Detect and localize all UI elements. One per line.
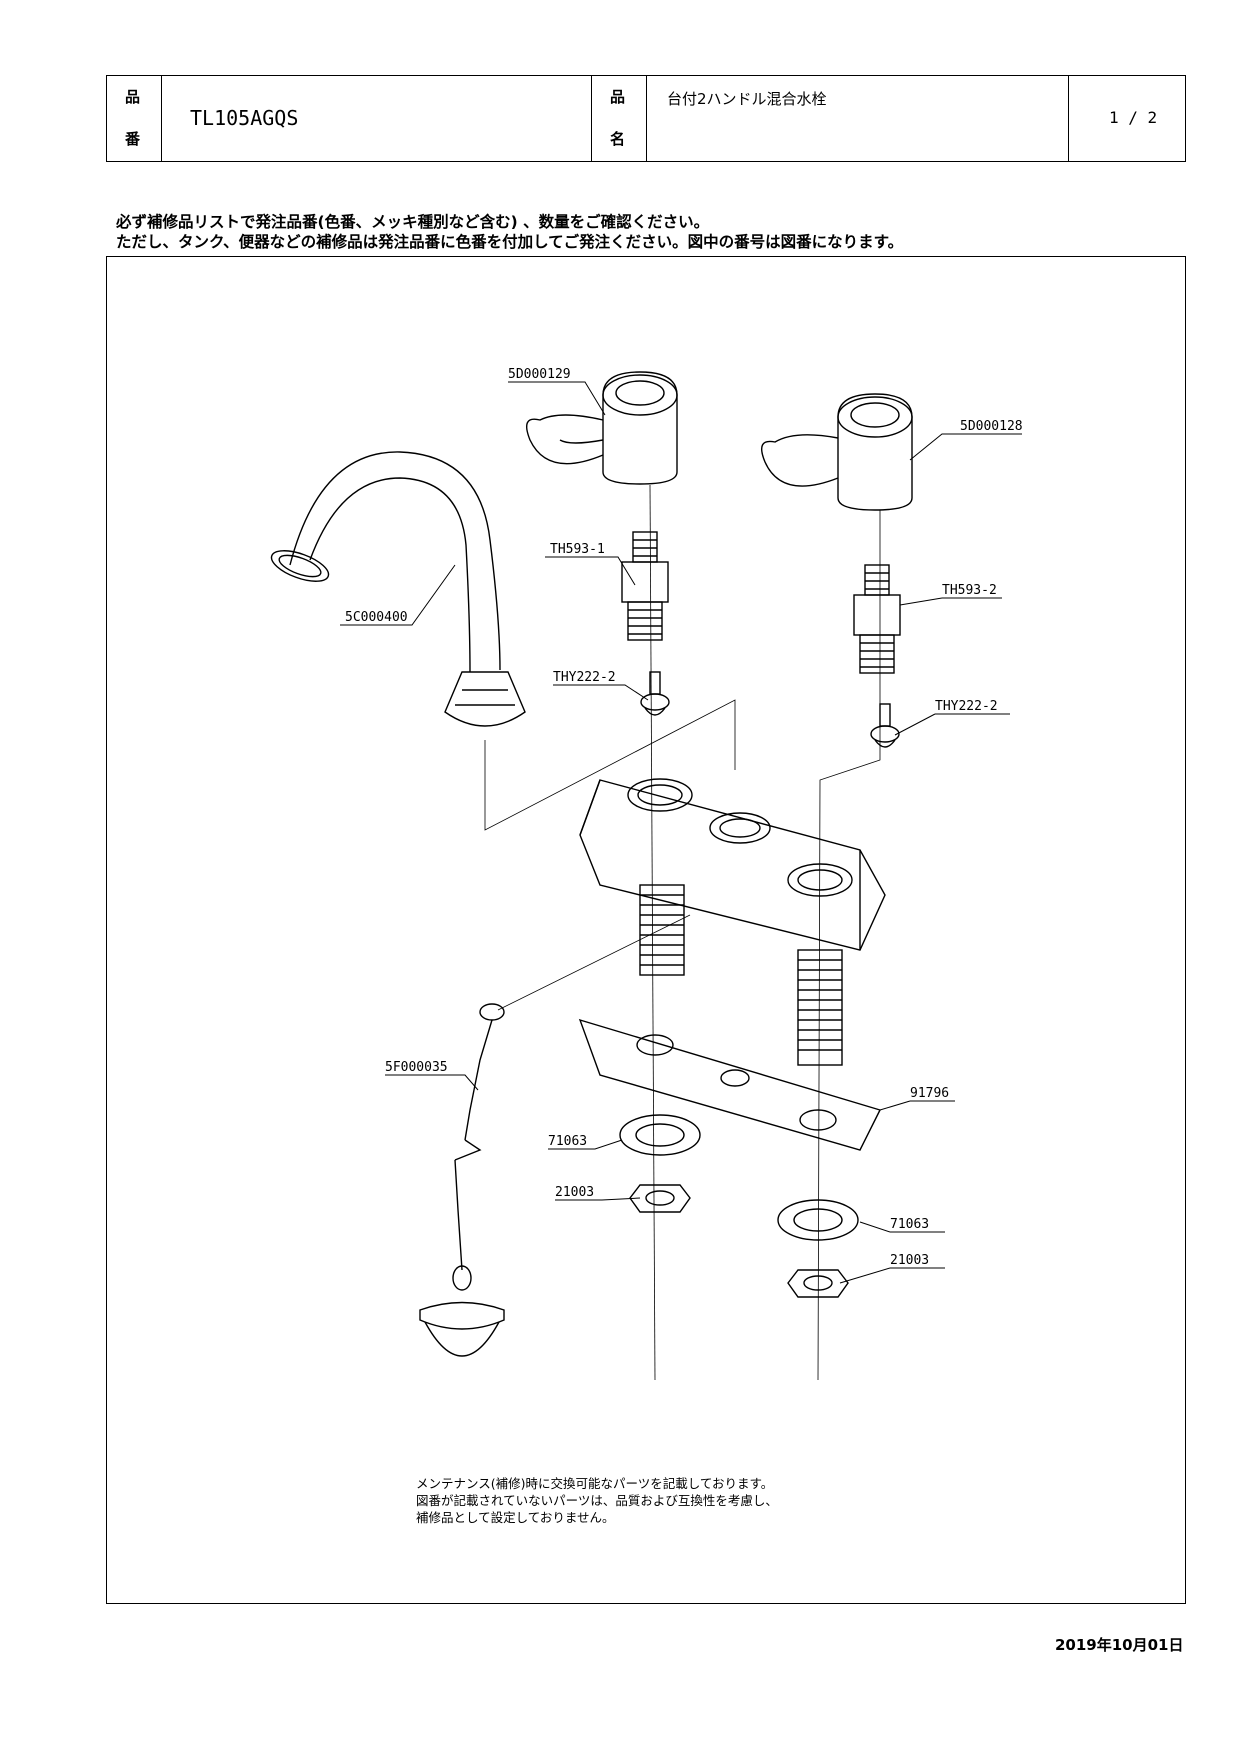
hinmei-value-cell: 台付2ハンドル混合水栓 xyxy=(647,76,1069,161)
product-name: 台付2ハンドル混合水栓 xyxy=(667,90,827,108)
base-plate xyxy=(578,1018,881,1151)
hinban-label-bottom: 番 xyxy=(125,130,141,148)
cartridge-right xyxy=(853,564,901,674)
part-label-thy222-2-right: THY222-2 xyxy=(935,699,998,714)
hinmei-label-bottom: 名 xyxy=(610,130,626,148)
hinmei-label-top: 品 xyxy=(610,88,626,106)
issue-date: 2019年10月01日 xyxy=(1055,1636,1184,1654)
hinban-label-top: 品 xyxy=(125,88,141,106)
valve-stem-left xyxy=(640,671,670,716)
hex-nut-left xyxy=(629,1184,691,1213)
part-label-71063-left: 71063 xyxy=(548,1134,587,1149)
page-cell: 1 / 2 xyxy=(1069,76,1187,161)
part-label-th593-1: TH593-1 xyxy=(550,542,605,557)
footnote-line-2: 図番が記載されていないパーツは、品質および互換性を考慮し、 xyxy=(416,1493,778,1508)
hinban-value-cell: TL105AGQS xyxy=(162,76,592,161)
notice-line-1: 必ず補修品リストで発注品番(色番、メッキ種別など含む) 、数量をご確認ください。 xyxy=(116,213,710,231)
cartridge-left xyxy=(621,531,669,641)
footnote-line-1: メンテナンス(補修)時に交換可能なパーツを記載しております。 xyxy=(416,1476,774,1491)
diagram-frame xyxy=(106,256,1186,1604)
product-number: TL105AGQS xyxy=(190,106,299,130)
part-label-21003-left: 21003 xyxy=(555,1185,594,1200)
title-block: 品 番 TL105AGQS 品 名 台付2ハンドル混合水栓 1 / 2 xyxy=(106,75,1186,162)
assembly-center-lines xyxy=(484,484,881,1381)
hinmei-label-cell: 品 名 xyxy=(592,76,647,161)
part-label-th593-2: TH593-2 xyxy=(942,583,997,598)
part-label-21003-right: 21003 xyxy=(890,1253,929,1268)
footnote-line-3: 補修品として設定しておりません。 xyxy=(416,1510,615,1525)
lock-washer-right xyxy=(777,1199,859,1241)
faucet-body xyxy=(579,778,886,951)
notice-line-2: ただし、タンク、便器などの補修品は発注品番に色番を付加してご発注ください。図中の… xyxy=(116,233,904,251)
part-label-5f000035: 5F000035 xyxy=(385,1060,448,1075)
part-label-5d000129: 5D000129 xyxy=(508,367,571,382)
lever-handle-right xyxy=(761,393,913,511)
valve-stem-right xyxy=(870,703,900,748)
threaded-shank-right xyxy=(797,949,843,1066)
hinban-label-cell: 品 番 xyxy=(107,76,162,161)
page-number: 1 / 2 xyxy=(1109,108,1158,127)
leader-lines xyxy=(340,381,1022,1284)
spout xyxy=(270,451,526,727)
lever-handle-left xyxy=(526,371,678,485)
part-label-5c000400: 5C000400 xyxy=(345,610,408,625)
chain-and-plug xyxy=(419,1003,505,1357)
part-label-91796: 91796 xyxy=(910,1086,949,1101)
threaded-shank-left xyxy=(639,884,685,976)
part-label-thy222-2-left: THY222-2 xyxy=(553,670,616,685)
part-label-71063-right: 71063 xyxy=(890,1217,929,1232)
lock-washer-left xyxy=(619,1114,701,1156)
part-label-5d000128: 5D000128 xyxy=(960,419,1023,434)
